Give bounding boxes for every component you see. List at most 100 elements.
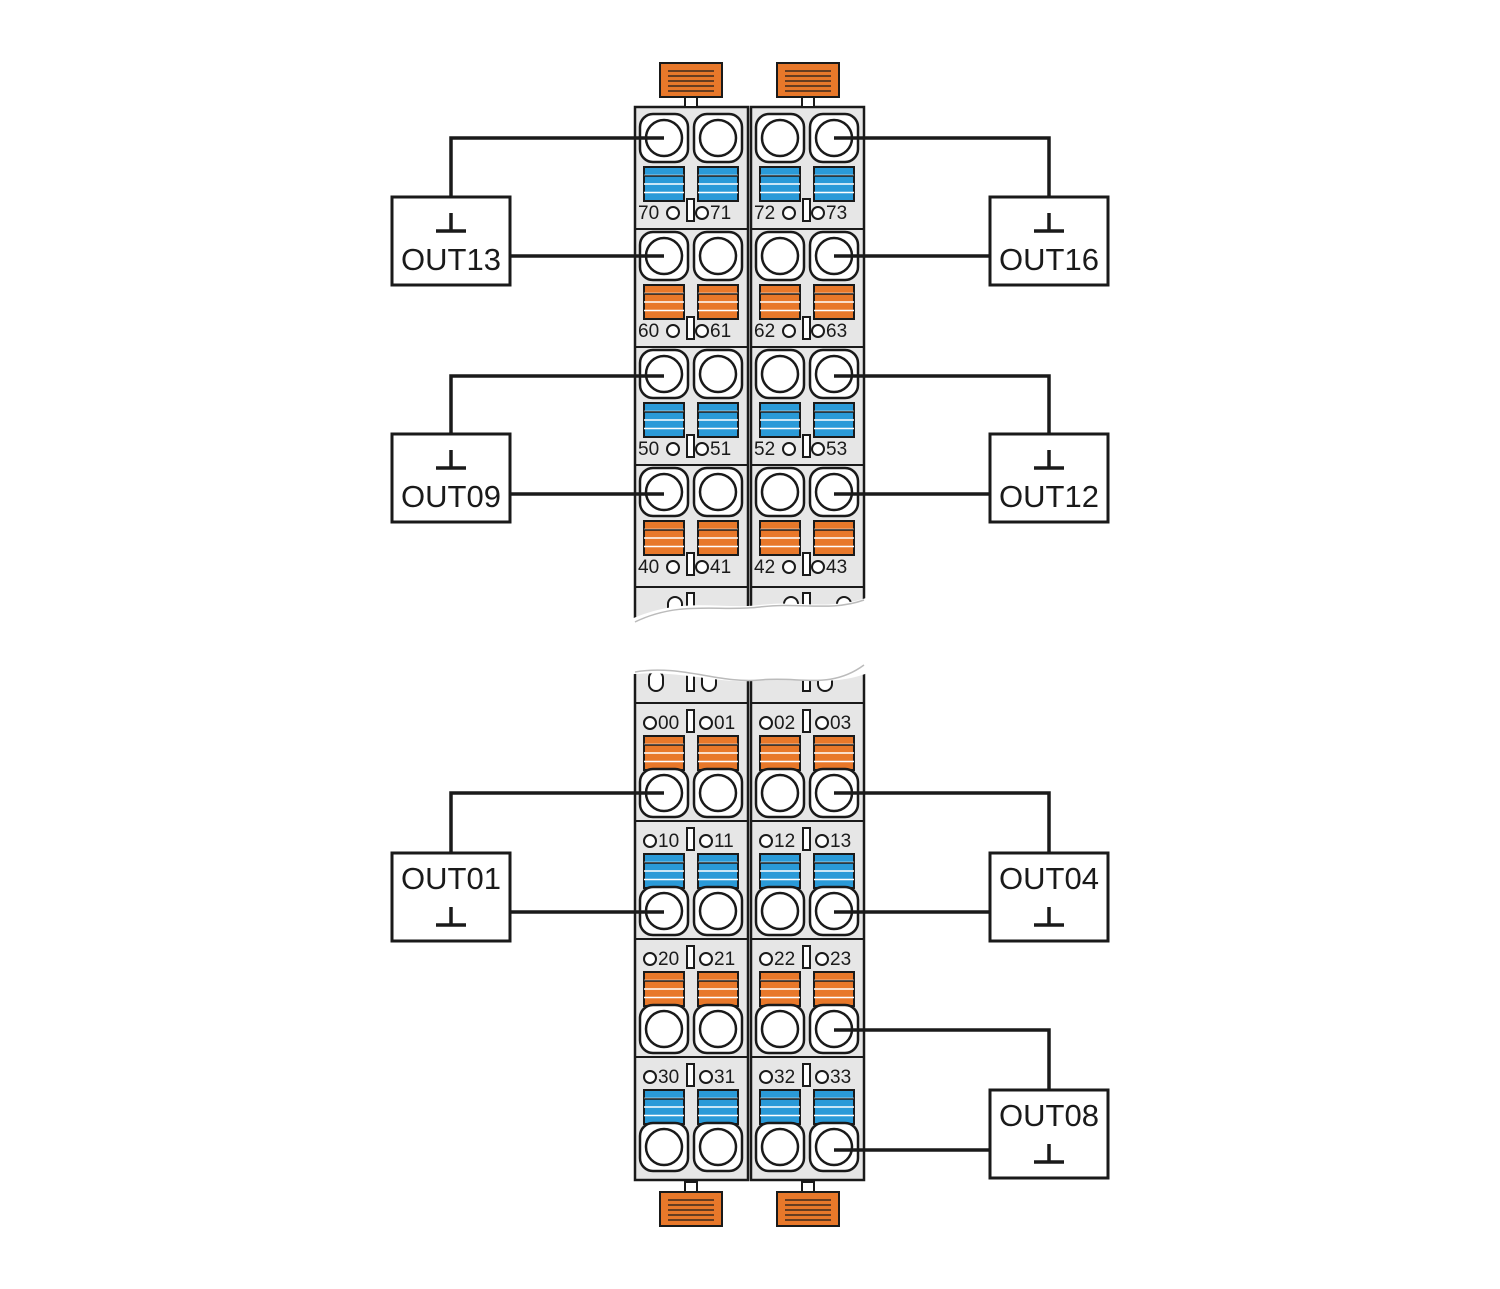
lever-02 <box>759 735 801 771</box>
wire <box>834 374 1051 434</box>
terminal-number: 22 <box>774 949 795 970</box>
terminal-number: 71 <box>710 203 731 224</box>
terminal-number: 60 <box>638 321 659 342</box>
marker-circle <box>811 206 825 220</box>
marker-bar <box>802 827 811 851</box>
lever-70 <box>643 166 685 202</box>
marker-bar <box>686 434 695 458</box>
terminal-41 <box>692 466 744 518</box>
terminal-30 <box>638 1121 690 1173</box>
wire-entry-hole <box>698 773 738 813</box>
wire <box>449 136 664 197</box>
label-43: 43 <box>811 557 847 578</box>
marker-bar <box>686 1063 695 1087</box>
wire-entry-hole <box>644 354 684 394</box>
terminal-43 <box>808 466 860 518</box>
terminal-number: 21 <box>714 949 735 970</box>
wire-entry-hole <box>814 354 854 394</box>
lever-63 <box>813 284 855 320</box>
output-out08: OUT08 <box>988 1088 1110 1180</box>
lever-52 <box>759 402 801 438</box>
label-60: 60 <box>638 321 680 342</box>
lever-21 <box>697 971 739 1007</box>
terminal-number: 12 <box>774 831 795 852</box>
marker-circle <box>782 206 796 220</box>
marker-circle <box>643 716 657 730</box>
output-out12: OUT12 <box>988 432 1110 524</box>
wire-entry-hole <box>760 773 800 813</box>
output-label: OUT12 <box>999 479 1099 514</box>
terminal-number: 30 <box>658 1067 679 1088</box>
marker-circle <box>782 560 796 574</box>
terminal-number: 62 <box>754 321 775 342</box>
output-out04: OUT04 <box>988 851 1110 943</box>
latch-neck <box>801 96 815 108</box>
terminal-number: 03 <box>830 713 851 734</box>
terminal-33 <box>808 1121 860 1173</box>
label-01: 01 <box>699 713 735 734</box>
lever-40 <box>643 520 685 556</box>
output-box <box>988 432 1110 524</box>
terminal-number: 32 <box>774 1067 795 1088</box>
label-61: 61 <box>695 321 731 342</box>
terminal-number: 10 <box>658 831 679 852</box>
marker-bar <box>686 827 695 851</box>
wire-entry-hole <box>760 891 800 931</box>
label-31: 31 <box>699 1067 735 1088</box>
marker-circle <box>699 716 713 730</box>
break-mask <box>625 595 875 682</box>
marker-circle <box>759 952 773 966</box>
marker-bar <box>686 552 695 576</box>
wire-entry-hole <box>760 472 800 512</box>
latch-body <box>659 1191 723 1227</box>
output-label: OUT09 <box>401 479 501 514</box>
terminal-42 <box>754 466 806 518</box>
latch-body <box>776 1191 840 1227</box>
lever-22 <box>759 971 801 1007</box>
marker-circle <box>643 834 657 848</box>
terminal-number: 43 <box>826 557 847 578</box>
terminal-number: 63 <box>826 321 847 342</box>
label-63: 63 <box>811 321 847 342</box>
lever-30 <box>643 1089 685 1125</box>
label-53: 53 <box>811 439 847 460</box>
wire <box>834 136 1051 197</box>
label-03: 03 <box>815 713 851 734</box>
wire-entry-hole <box>698 1009 738 1049</box>
marker-circle <box>759 834 773 848</box>
marker-circle <box>815 952 829 966</box>
output-label: OUT13 <box>401 242 501 277</box>
break-edge <box>634 599 865 623</box>
output-out01: OUT01 <box>390 851 512 943</box>
terminal-number: 31 <box>714 1067 735 1088</box>
terminal-62 <box>754 230 806 282</box>
label-70: 70 <box>638 203 680 224</box>
wire-entry-hole <box>760 236 800 276</box>
terminal-number: 53 <box>826 439 847 460</box>
marker-bar <box>802 1063 811 1087</box>
terminal-12 <box>754 885 806 937</box>
marker-circle <box>648 670 664 692</box>
lever-33 <box>813 1089 855 1125</box>
label-30: 30 <box>643 1067 679 1088</box>
wire-entry-hole <box>644 1127 684 1167</box>
latch-body <box>659 62 723 98</box>
lever-62 <box>759 284 801 320</box>
marker-circle <box>695 442 709 456</box>
marker-circle <box>815 1070 829 1084</box>
marker-circle <box>811 442 825 456</box>
marker-circle <box>759 716 773 730</box>
terminal-01 <box>692 767 744 819</box>
terminal-52 <box>754 348 806 400</box>
terminal-number: 13 <box>830 831 851 852</box>
marker-bar <box>686 945 695 969</box>
marker-circle <box>666 206 680 220</box>
marker-circle <box>666 560 680 574</box>
terminal-number: 41 <box>710 557 731 578</box>
terminal-number: 23 <box>830 949 851 970</box>
marker-bar <box>802 198 811 222</box>
marker-bar <box>802 709 811 733</box>
lever-20 <box>643 971 685 1007</box>
marker-circle <box>695 324 709 338</box>
wire <box>449 791 664 853</box>
